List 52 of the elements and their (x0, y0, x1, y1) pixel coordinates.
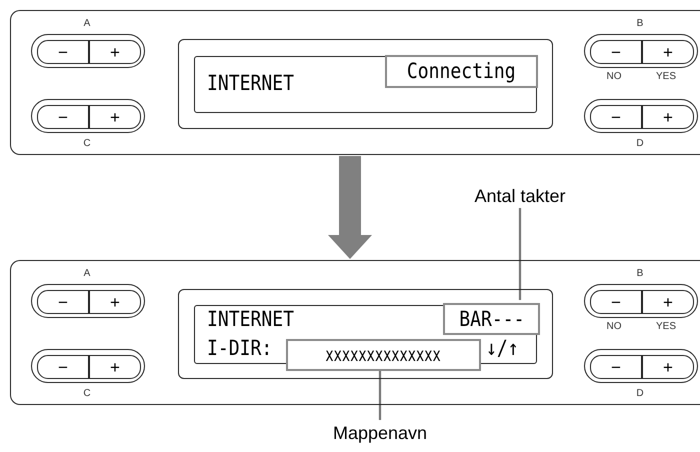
callout-label: Mappenavn (320, 420, 440, 446)
plus-button: + (642, 355, 694, 379)
highlight-frame: Connecting (385, 55, 538, 88)
button-pair (31, 99, 145, 133)
button-label: A (84, 18, 90, 29)
leader-line (518, 208, 522, 300)
minus-button: − (590, 105, 642, 129)
control-panel (10, 10, 700, 155)
display-bezel (178, 39, 553, 129)
button-label: C (83, 138, 91, 149)
minus-button: − (590, 355, 642, 379)
callout-label: Antal takter (455, 184, 585, 208)
lcd-screen (194, 56, 537, 113)
button-pair (584, 284, 698, 318)
plus-button: + (89, 105, 141, 129)
button-label: D (636, 138, 644, 149)
plus-button: + (642, 105, 694, 129)
minus-button: − (590, 40, 642, 64)
minus-button: − (37, 40, 89, 64)
button-label: NO (606, 71, 622, 82)
button-pair (584, 34, 698, 68)
highlight-frame: BAR--- (443, 303, 540, 335)
plus-button: + (89, 290, 141, 314)
button-pair (31, 349, 145, 383)
button-label: A (84, 268, 90, 279)
button-pair (31, 284, 145, 318)
button-pair (584, 99, 698, 133)
highlight-frame: xxxxxxxxxxxxxx (286, 339, 481, 371)
display-text: INTERNET (207, 73, 294, 94)
minus-button: − (37, 105, 89, 129)
button-label: C (83, 388, 91, 399)
display-bezel (178, 289, 553, 379)
display-text: ↓/↑ (486, 338, 519, 359)
button-label: B (636, 18, 644, 29)
plus-button: + (642, 290, 694, 314)
button-label: D (636, 388, 644, 399)
plus-button: + (642, 40, 694, 64)
button-label: NO (606, 321, 622, 332)
button-label: B (636, 268, 644, 279)
plus-button: + (89, 40, 141, 64)
minus-button: − (590, 290, 642, 314)
button-pair (584, 349, 698, 383)
plus-button: + (89, 355, 141, 379)
button-label: YES (656, 321, 676, 332)
minus-button: − (37, 355, 89, 379)
display-text: I-DIR: (207, 338, 272, 359)
display-text: INTERNET (207, 309, 294, 330)
minus-button: − (37, 290, 89, 314)
button-pair (31, 34, 145, 68)
button-label: YES (656, 71, 676, 82)
down-arrow (328, 156, 372, 259)
control-panel (10, 260, 700, 405)
